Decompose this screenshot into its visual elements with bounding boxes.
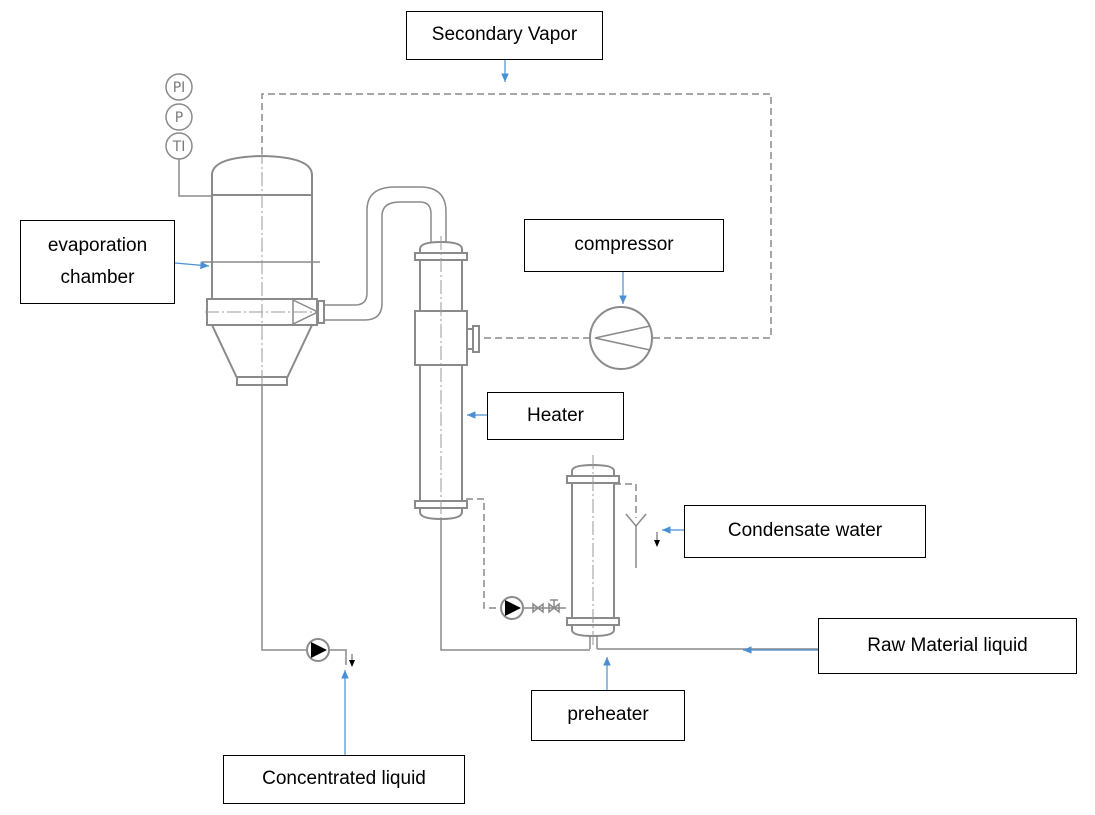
vapor-transfer-pipe: [317, 186, 447, 324]
label-secondary-vapor: Secondary Vapor: [406, 11, 603, 60]
label-concentrated-liquid: Concentrated liquid: [223, 755, 465, 804]
instrument-gauges: PI P TI: [165, 73, 212, 197]
check-valve-icon: [532, 602, 544, 614]
label-preheater: preheater: [531, 690, 685, 741]
condensate-return-line: [466, 498, 566, 620]
instrument-tag-ti: TI: [172, 139, 186, 155]
instrument-tag-p: P: [175, 110, 183, 126]
heater-vessel: [414, 236, 480, 525]
condensate-drain: [614, 483, 660, 568]
gate-valve-icon: [548, 602, 560, 614]
label-heater: Heater: [487, 392, 624, 440]
label-evaporation-chamber: evaporation chamber: [20, 220, 175, 304]
temperature-indicator-icon: [165, 132, 193, 160]
label-condensate-water: Condensate water: [684, 505, 926, 558]
secondary-vapor-line: [261, 93, 772, 339]
label-compressor: compressor: [524, 219, 724, 272]
instrument-tag-pi: PI: [173, 80, 186, 96]
evaporation-chamber-vessel: [202, 150, 320, 386]
pressure-icon: [165, 103, 193, 131]
label-raw-material-liquid: Raw Material liquid: [818, 618, 1077, 674]
preheater-vessel: [566, 455, 620, 649]
compressor-unit: [589, 306, 653, 370]
process-piping: [261, 385, 818, 667]
pressure-indicator-icon: [165, 73, 193, 101]
label-pointers: [174, 60, 818, 755]
